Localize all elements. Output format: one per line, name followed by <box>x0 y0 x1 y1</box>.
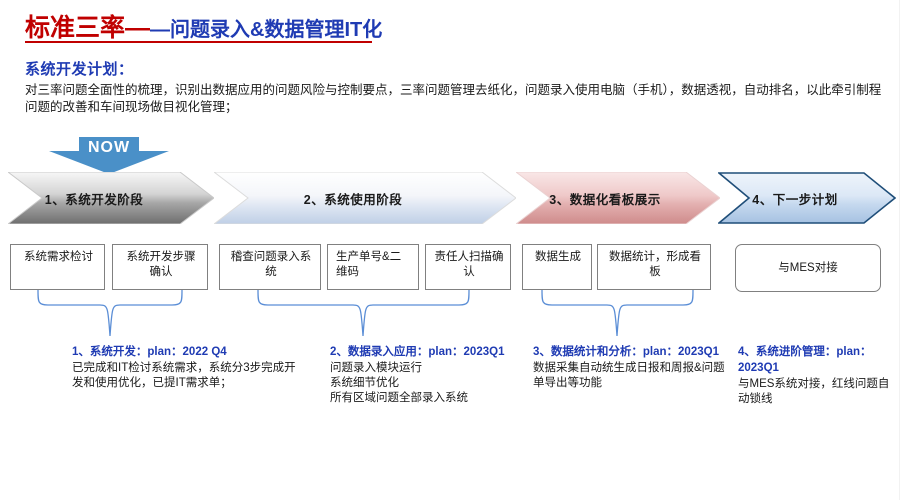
task-box-4[interactable]: 生产单号&二维码 <box>327 244 419 290</box>
note-title-2: 2、数据录入应用：plan：2023Q1 <box>330 346 505 358</box>
note-body-3: 数据采集自动统生成日报和周报&问题单导出等功能 <box>533 362 725 389</box>
note-title-4: 4、系统进阶管理：plan：2023Q1 <box>738 346 872 374</box>
task-box-8[interactable]: 与MES对接 <box>735 244 881 292</box>
brace-shape-2 <box>257 289 470 337</box>
note-block-2: 2、数据录入应用：plan：2023Q1 问题录入模块运行系统细节优化所有区域问… <box>330 344 545 406</box>
note-body-4: 与MES系统对接，红线问题自动锁线 <box>738 378 890 405</box>
note-block-4: 4、系统进阶管理：plan：2023Q1 与MES系统对接，红线问题自动锁线 <box>738 344 898 407</box>
plan-heading: 系统开发计划： <box>25 61 134 78</box>
page-title: 标准三率——问题录入&数据管理IT化 <box>25 8 382 44</box>
brace-shape-3 <box>541 289 694 337</box>
title-underline <box>25 41 372 43</box>
task-box-5[interactable]: 责任人扫描确认 <box>425 244 511 290</box>
phase-chevron-2[interactable]: 2、系统使用阶段 <box>214 172 516 224</box>
page-title-red: 标准三率— <box>25 14 151 42</box>
note-title-1: 1、系统开发：plan：2022 Q4 <box>72 346 227 358</box>
page-title-blue: —问题录入&数据管理IT化 <box>150 19 383 41</box>
note-block-1: 1、系统开发：plan：2022 Q4 已完成和IT检讨系统需求，系统分3步完成… <box>72 344 302 391</box>
now-marker: NOW <box>48 137 170 175</box>
task-box-2[interactable]: 系统开发步骤确认 <box>112 244 208 290</box>
brace-connector-3 <box>540 289 695 338</box>
chevron-shape-1 <box>8 172 214 224</box>
chevron-shape-3 <box>516 172 720 224</box>
down-arrow-icon <box>49 137 169 174</box>
chevron-shape-4 <box>718 172 896 224</box>
task-box-7[interactable]: 数据统计，形成看板 <box>597 244 711 290</box>
task-box-6[interactable]: 数据生成 <box>522 244 592 290</box>
phase-chevron-3[interactable]: 3、数据化看板展示 <box>516 172 720 224</box>
task-box-3[interactable]: 稽查问题录入系统 <box>219 244 321 290</box>
phase-chevron-1[interactable]: 1、系统开发阶段 <box>8 172 214 224</box>
task-box-1[interactable]: 系统需求检讨 <box>10 244 105 290</box>
chevron-shape-2 <box>214 172 516 224</box>
brace-connector-1 <box>36 289 184 338</box>
note-block-3: 3、数据统计和分析：plan：2023Q1 数据采集自动统生成日报和周报&问题单… <box>533 344 733 391</box>
note-title-3: 3、数据统计和分析：plan：2023Q1 <box>533 346 719 358</box>
brace-shape-1 <box>37 289 183 337</box>
note-body-1: 已完成和IT检讨系统需求，系统分3步完成开发和使用优化，已提IT需求单； <box>72 362 296 389</box>
note-body-2: 问题录入模块运行系统细节优化所有区域问题全部录入系统 <box>330 362 468 404</box>
phase-chevron-4[interactable]: 4、下一步计划 <box>718 172 896 224</box>
plan-paragraph: 对三率问题全面性的梳理，识别出数据应用的问题风险与控制要点，三率问题管理去纸化，… <box>25 83 882 114</box>
brace-connector-2 <box>256 289 471 338</box>
